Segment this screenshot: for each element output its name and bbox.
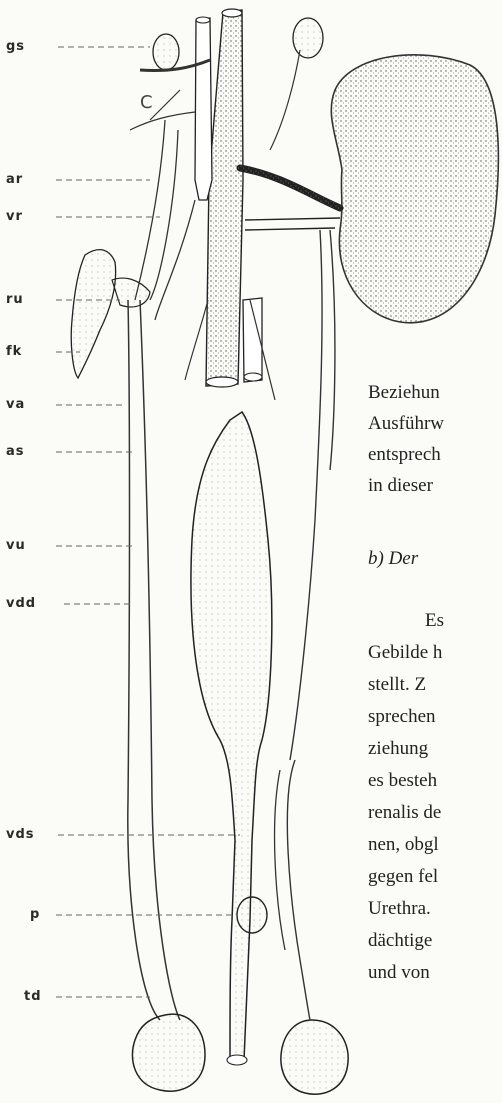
label-vr: vr xyxy=(6,210,23,224)
label-fk: fk xyxy=(6,345,22,359)
paragraph-line: es besteh xyxy=(368,770,437,792)
label-ru: ru xyxy=(6,293,24,307)
paragraph-line: Urethra. xyxy=(368,898,431,920)
central-organ xyxy=(191,412,272,1062)
paragraph-line: nen, obgl xyxy=(368,834,439,856)
paragraph-line: Es xyxy=(425,610,444,632)
rudiment xyxy=(71,250,115,378)
prostate xyxy=(237,897,267,933)
text-line: entsprech xyxy=(368,444,441,466)
testis-right xyxy=(281,1020,348,1094)
section-heading: b) Der xyxy=(368,548,418,570)
text-line: in dieser xyxy=(368,475,433,497)
label-vds: vds xyxy=(6,828,35,842)
paragraph-line: renalis de xyxy=(368,802,441,824)
adrenal-left xyxy=(153,34,179,70)
adrenal-right xyxy=(293,18,323,58)
paragraph-line: sprechen xyxy=(368,706,436,728)
label-vdd: vdd xyxy=(6,597,36,611)
paragraph-line: dächtige xyxy=(368,930,432,952)
paragraph-line: stellt. Z xyxy=(368,674,426,696)
label-p: p xyxy=(30,908,40,922)
paragraph-line: Gebilde h xyxy=(368,642,442,664)
label-td: td xyxy=(24,990,42,1004)
label-gs: gs xyxy=(6,40,25,54)
kidney xyxy=(331,55,498,323)
aorta xyxy=(206,10,243,386)
label-va: va xyxy=(6,398,25,412)
label-as: as xyxy=(6,445,25,459)
label-ar: ar xyxy=(6,173,23,187)
testis-left xyxy=(132,1014,205,1091)
text-line: Beziehun xyxy=(368,382,440,404)
paragraph-line: ziehung xyxy=(368,738,428,760)
text-line: Ausführw xyxy=(368,413,444,435)
figure-marker: C xyxy=(140,92,153,113)
label-vu: vu xyxy=(6,539,26,553)
paragraph-line: und von xyxy=(368,962,430,984)
paragraph-line: gegen fel xyxy=(368,866,438,888)
